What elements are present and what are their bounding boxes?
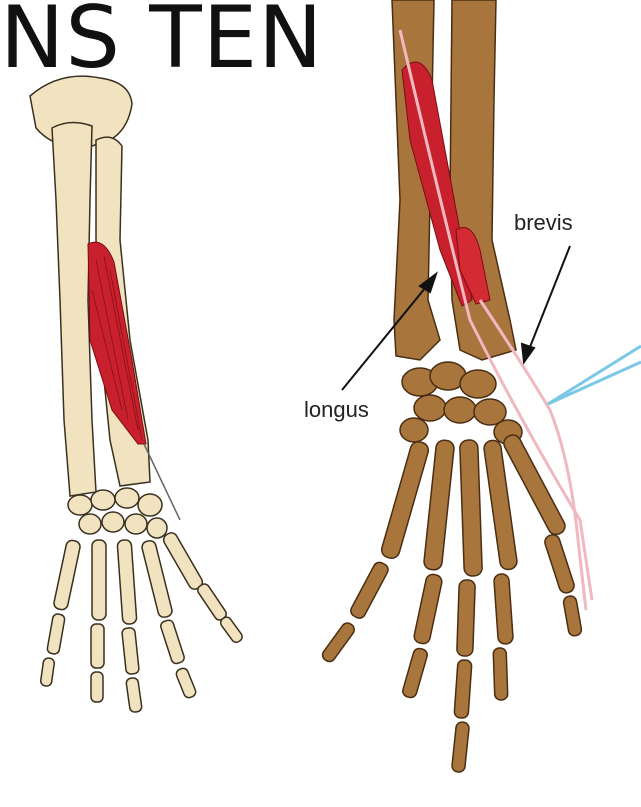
right-carpals (400, 362, 522, 444)
brevis-arrowhead (522, 344, 534, 362)
longus-label: longus (304, 397, 369, 423)
right-nerve (548, 346, 641, 404)
right-forearm-skeleton (320, 0, 582, 773)
brevis-label: brevis (514, 210, 573, 236)
right-fingers (320, 432, 582, 772)
left-fingers (40, 531, 244, 713)
brevis-arrow (528, 246, 570, 352)
left-carpals (68, 488, 167, 538)
